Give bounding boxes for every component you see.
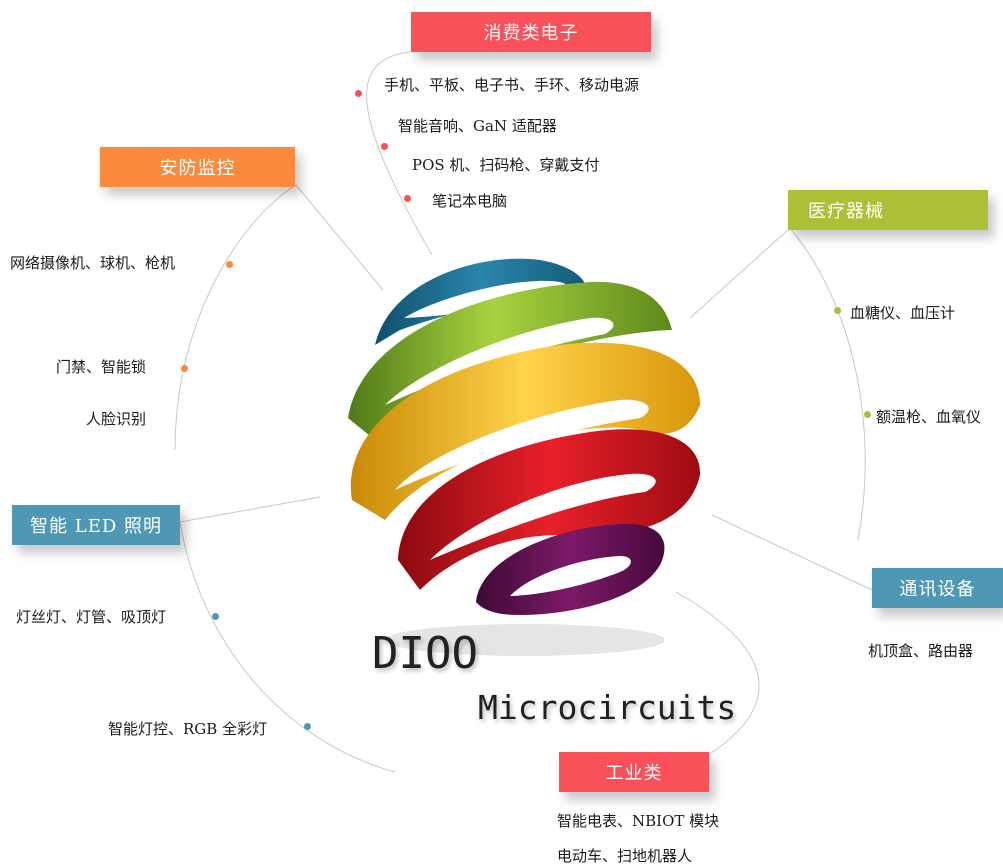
list-item: 手机、平板、电子书、手环、移动电源 [384, 76, 640, 94]
bullet-dot [304, 723, 311, 730]
list-item: 智能灯控、RGB 全彩灯 [108, 720, 268, 738]
list-item: 电动车、扫地机器人 [557, 847, 693, 865]
bullet-dot [834, 307, 841, 314]
list-item: POS 机、扫码枪、穿戴支付 [412, 156, 600, 174]
brand-microcircuits: Microcircuits [478, 688, 737, 727]
sphere-logo [348, 258, 701, 615]
list-item: 智能电表、NBIOT 模块 [557, 812, 720, 830]
bullet-dot [864, 411, 871, 418]
bullet-dot [226, 261, 233, 268]
list-item: 门禁、智能锁 [56, 358, 147, 376]
list-item: 智能音响、GaN 适配器 [398, 117, 557, 135]
bullet-dot [355, 90, 362, 97]
list-item: 灯丝灯、灯管、吸顶灯 [16, 608, 167, 626]
brand-dioo: DIOO [372, 628, 478, 679]
category-consumer-label: 消费类电子 [411, 12, 651, 52]
list-item: 网络摄像机、球机、枪机 [10, 254, 176, 272]
category-security-label: 安防监控 [100, 147, 295, 187]
bullet-dot [212, 613, 219, 620]
connector-lines [174, 51, 873, 773]
bullet-dot [381, 143, 388, 150]
list-item: 笔记本电脑 [432, 192, 508, 210]
list-item: 血糖仪、血压计 [850, 304, 956, 322]
bullet-dot [404, 195, 411, 202]
category-industrial-label: 工业类 [559, 752, 709, 792]
category-lighting-label: 智能 LED 照明 [12, 505, 180, 545]
category-medical-label: 医疗器械 [788, 190, 988, 230]
category-telecom-label: 通讯设备 [872, 568, 1003, 608]
list-item: 额温枪、血氧仪 [876, 408, 982, 426]
list-item: 人脸识别 [86, 410, 147, 428]
list-item: 机顶盒、路由器 [868, 642, 974, 660]
bullet-dot [181, 365, 188, 372]
